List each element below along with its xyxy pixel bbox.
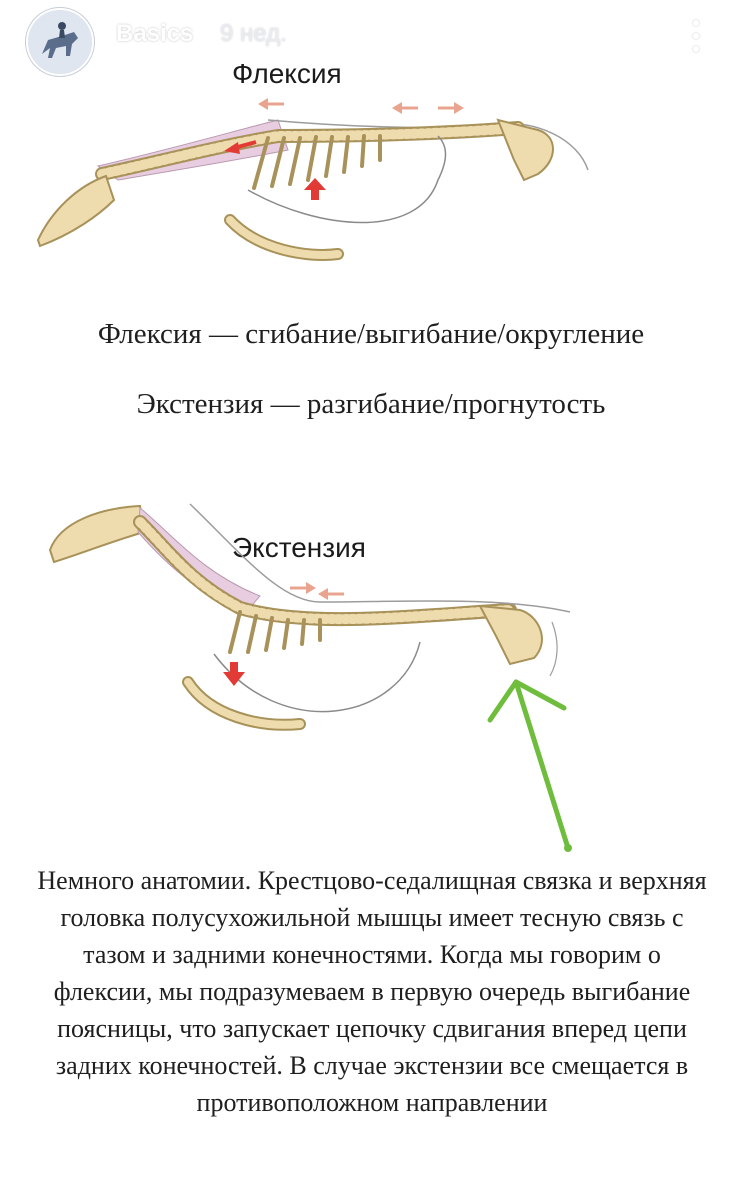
flexion-label: Флексия (232, 58, 342, 89)
account-name[interactable]: Basics (116, 20, 194, 47)
more-vertical-icon[interactable] (684, 20, 708, 52)
post-time: 9 нед. (220, 20, 287, 47)
horse-rider-avatar-icon (28, 10, 92, 74)
extension-definition: Экстензия — разгибание/прогнутость (136, 388, 606, 420)
anatomy-paragraph: Немного анатомии. Крестцово-седалищная с… (37, 866, 707, 1117)
green-arrow-icon (480, 664, 580, 864)
horse-skeleton-extension-icon (40, 492, 600, 772)
avatar[interactable] (26, 8, 94, 76)
extension-label: Экстензия (232, 532, 366, 563)
story-header: Basics 9 нед. (0, 0, 742, 76)
flexion-definition: Флексия — сгибание/выгибание/округление (97, 318, 645, 350)
horse-skeleton-flexion-icon (18, 90, 608, 270)
